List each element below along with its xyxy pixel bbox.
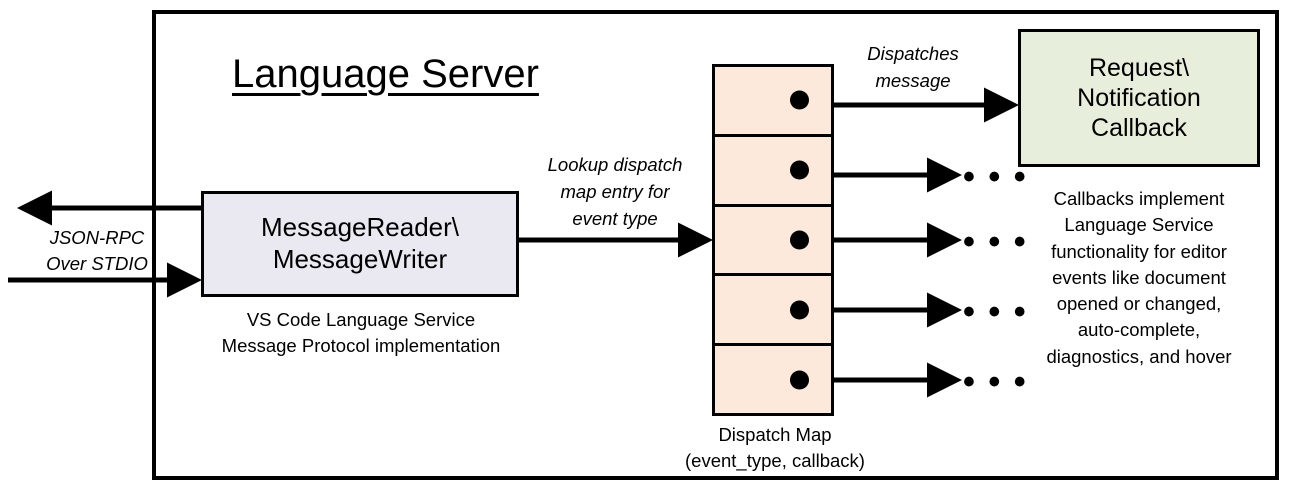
dispatch-map-row-4[interactable] (715, 276, 831, 347)
request-notification-callback-box[interactable]: Request\ Notification Callback (1018, 29, 1260, 167)
callback-dot-icon (790, 230, 809, 250)
more-callbacks-ellipsis-4: • • • (963, 293, 1028, 331)
more-callbacks-ellipsis-5: • • • (963, 363, 1028, 401)
callback-dot-icon (790, 300, 809, 320)
request-notification-callback-label: Request\ Notification Callback (1077, 54, 1201, 142)
dispatch-map-row-2[interactable] (715, 137, 831, 207)
dispatches-message-label: Dispatches message (867, 43, 959, 91)
message-reader-writer-label: MessageReader\ MessageWriter (261, 212, 459, 274)
language-server-frame (152, 10, 1279, 480)
dispatch-map-row-5[interactable] (715, 346, 831, 413)
callback-dot-icon (790, 160, 809, 180)
jsonrpc-transport-label: JSON-RPC Over STDIO (46, 227, 148, 275)
message-reader-writer-caption: VS Code Language Service Message Protoco… (221, 309, 501, 356)
callback-dot-icon (790, 370, 809, 390)
page-title: Language Server (232, 52, 539, 96)
more-callbacks-ellipsis-3: • • • (963, 223, 1028, 261)
dispatch-map-row-3[interactable] (715, 207, 831, 277)
dispatch-map-caption: Dispatch Map (event_type, callback) (685, 424, 865, 471)
dispatch-map-table[interactable] (712, 64, 834, 416)
callback-dot-icon (790, 90, 809, 110)
message-reader-writer-box[interactable]: MessageReader\ MessageWriter (201, 191, 519, 297)
callback-description: Callbacks implement Language Service fun… (1046, 188, 1232, 367)
lookup-dispatch-label: Lookup dispatch map entry for event type (547, 154, 683, 229)
dispatch-map-row-1[interactable] (715, 67, 831, 137)
more-callbacks-ellipsis-2: • • • (963, 158, 1028, 196)
